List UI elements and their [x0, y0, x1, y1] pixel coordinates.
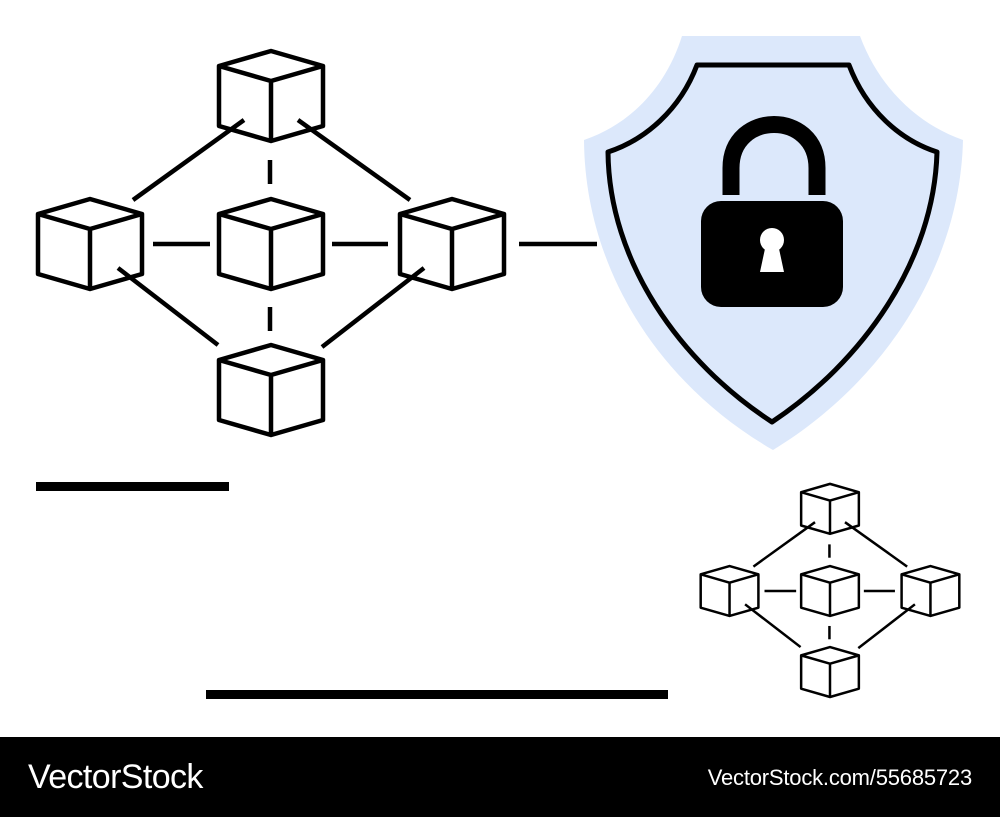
decorative-bar-short [36, 482, 229, 491]
network-links [116, 118, 597, 349]
cube-icon-center [219, 199, 323, 289]
shield-icon [584, 36, 963, 450]
blockchain-network-icon-small [699, 482, 961, 699]
watermark-reference[interactable]: VectorStock.com/55685723 [707, 765, 972, 790]
cube-icon-bottom [219, 345, 323, 435]
cube-icon-small-bottom [799, 645, 861, 699]
blockchain-network-icon [38, 51, 597, 435]
decorative-bar-long [206, 690, 668, 699]
cube-icon-small-center [799, 564, 861, 618]
watermark-footer: VectorStock VectorStock.com/55685723 [0, 737, 1000, 817]
watermark-brand[interactable]: VectorStock [28, 758, 203, 796]
keyhole-icon [760, 228, 784, 272]
padlock-icon [701, 116, 843, 307]
illustration [0, 36, 963, 699]
